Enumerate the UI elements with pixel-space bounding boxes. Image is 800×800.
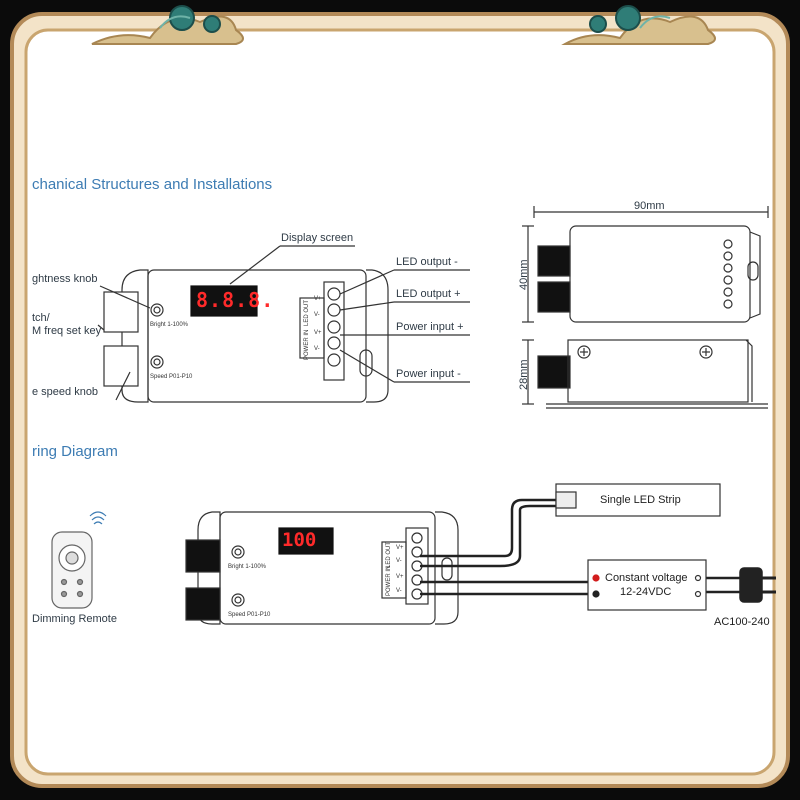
terminal-vminus-top-1: V- — [314, 312, 320, 318]
terminal-vplus-wiring-2: V+ — [396, 574, 404, 580]
terminal-vplus-top-2: V+ — [314, 330, 322, 336]
callout-led-output-plus: LED output + — [396, 288, 461, 300]
section-title-wiring: ring Diagram — [32, 443, 118, 460]
bright-label-wiring: Bright 1-100% — [228, 564, 267, 570]
terminal-power-in-top: POWER IN — [304, 329, 310, 360]
terminal-vminus-top-2: V- — [314, 346, 320, 352]
terminal-vminus-wiring-2: V- — [396, 588, 402, 594]
bright-label-top: Bright 1-100% — [150, 322, 189, 328]
display-digits-wiring: 100 — [282, 529, 317, 551]
remote-label: Dimming Remote — [32, 613, 117, 625]
terminal-led-out-wiring: LED OUT — [386, 541, 392, 568]
terminal-vminus-wiring-1: V- — [396, 558, 402, 564]
terminal-led-out-top: LED OUT — [304, 299, 310, 326]
ac-input-label: AC100-240 — [714, 616, 770, 628]
callout-led-output-minus: LED output - — [396, 256, 458, 268]
led-strip-icon — [555, 483, 721, 517]
callout-display-screen: Display screen — [281, 232, 354, 244]
speed-label-wiring: Speed P01-P10 — [228, 612, 271, 618]
terminal-power-in-wiring: POWER IN — [386, 565, 392, 596]
dimension-height-side: 28mm — [518, 359, 530, 390]
callout-brightness-knob: ghtness knob — [32, 273, 98, 285]
psu-label-line1: Constant voltage — [605, 572, 688, 584]
section-title-mechanical: chanical Structures and Installations — [32, 176, 273, 193]
led-strip-label: Single LED Strip — [600, 494, 681, 506]
psu-label-line2: 12-24VDC — [620, 586, 672, 598]
cloud-ornament-left-icon — [91, 5, 244, 45]
terminal-vplus-wiring-1: V+ — [396, 545, 404, 551]
cloud-ornament-right-icon — [561, 5, 716, 45]
dimension-side-view — [522, 339, 768, 409]
dimension-width: 90mm — [634, 200, 665, 212]
callout-power-input-minus: Power input - — [396, 368, 461, 380]
callout-power-input-plus: Power input + — [396, 321, 464, 333]
callout-switch-line2: M freq set key — [32, 325, 102, 337]
dimension-front-view — [522, 206, 769, 323]
power-supply-icon — [587, 559, 707, 611]
terminal-vplus-top-1: V+ — [314, 296, 322, 302]
dimension-height-front: 40mm — [518, 259, 530, 290]
controller-wiring-view — [185, 511, 459, 625]
controller-top-view — [97, 245, 470, 403]
callout-speed-knob: e speed knob — [32, 386, 99, 398]
callout-switch-line1: tch/ — [32, 312, 50, 324]
remote-icon — [51, 511, 107, 609]
display-digits-top: 8.8.8. — [196, 288, 275, 312]
speed-label-top: Speed P01-P10 — [150, 374, 193, 380]
ac-plug-icon — [739, 567, 776, 603]
wiring-lines — [420, 498, 740, 596]
